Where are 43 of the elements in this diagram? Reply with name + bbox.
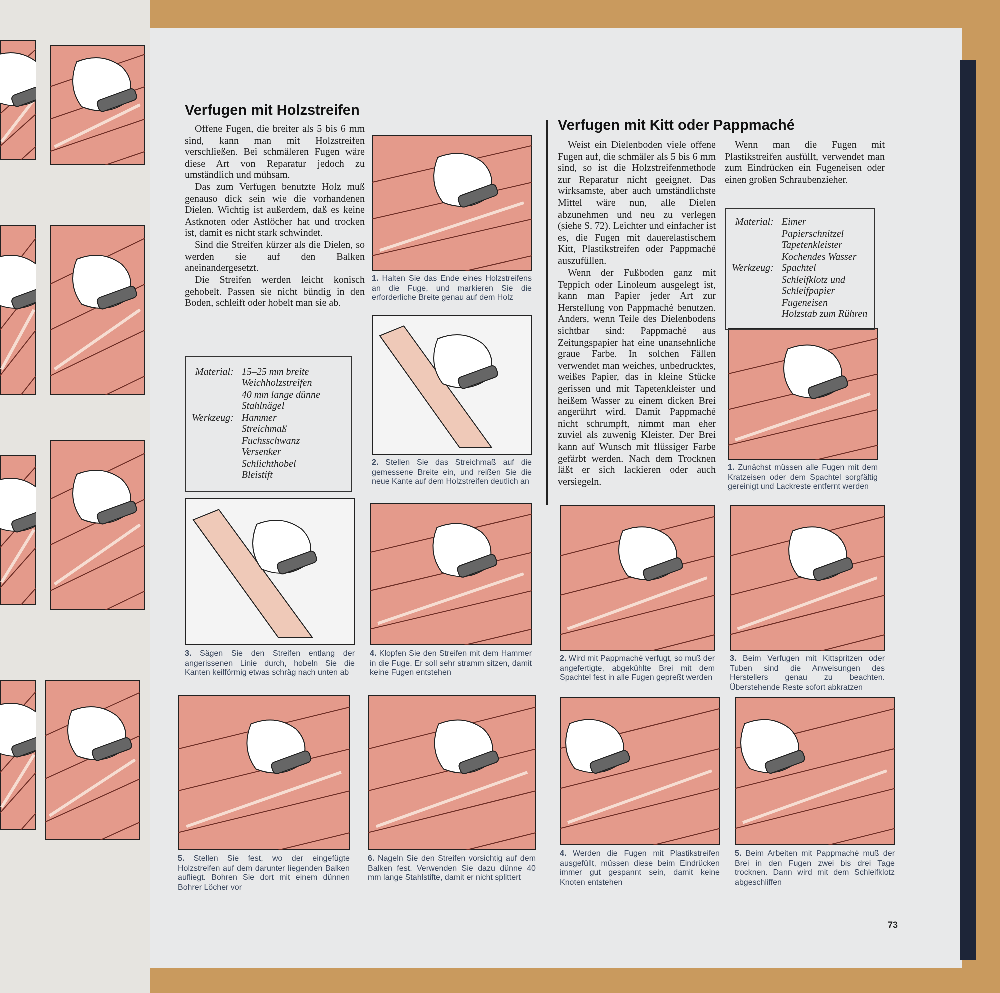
page-number: 73 <box>888 920 900 930</box>
step-caption: 4. Klopfen Sie den Streifen mit dem Hammer in die Fuge. Er soll sehr stramm sitzen, damit keine Fugen entstehen <box>370 649 532 678</box>
list-heading: Werkzeug: <box>192 412 234 424</box>
list-item: Streichmaß <box>242 424 288 436</box>
list-item: Spachtel <box>782 263 818 274</box>
step-caption: 2. Stellen Sie das Streichmaß auf die gemessene Breite ein, und reißen Sie die neue Kante auf dem Holzstreifen deutlich an <box>372 458 532 487</box>
body-paragraph: Das zum Verfugen benutzte Holz muß genauso dick sein wie die vorhandenen Dielen. Wichtig ist außerdem, daß es keine Astknoten oder Astlöcher hat und trocken ist, damit es nicht stark schwindet. <box>185 182 365 240</box>
list-item: Bleistift <box>242 470 274 482</box>
list-heading: Werkzeug: <box>732 263 774 274</box>
body-paragraph: Weist ein Dielenboden viele offene Fugen auf, die schmäler als 5 bis 6 mm sind, so ist die Holzstreifenmethode zur Reparatur nicht geeignet. Das wirksamste, aber auch umständlichste Mittel wäre nun, alle Dielen abzunehmen und neu zu verlegen (siehe S. 72). Leichter und einfacher ist es, die Fugen mit dauerelastischem Kitt, Plastikstreifen oder Pappmaché auszufüllen. <box>558 140 716 268</box>
body-paragraph: Wenn der Fußboden ganz mit Teppich oder Linoleum ausgelegt ist, kann man Papier jeder Art zur Herstellung von Pappmaché benutzen. Anders, wenn Teile des Dielenbodens sichtbar sind: Pappmaché aus Zeitungspapier hat eine unansehnliche graue Farbe. In solchen Fällen verwendet man weiches, unbedrucktes, weißes Papier, das in kleine Stücke gerissen und mit Tapetenkleister und heißem Wasser zu einem dicken Brei angerührt wird. Damit Pappmaché nicht schrumpft, nimmt man eher zuviel als zuwenig Kleister. Der Brei kann auf Wunsch mit flüssiger Farbe gefärbt werden. Nach dem Trocknen läßt er sich lackieren oder auch versiegeln. <box>558 268 716 488</box>
list-heading: Material: <box>194 366 234 380</box>
step-caption: 5. Stellen Sie fest, wo der eingefügte Holzstreifen auf dem darunter liegenden Balken aufliegt. Bohren Sie dort mit einem dünnen Bohrer Löcher vor <box>178 854 350 892</box>
list-item: Fuchsschwanz <box>242 436 302 447</box>
body-paragraph: Sind die Streifen kürzer als die Dielen, so werden sie auf den Balken aneinandergesetzt. <box>185 240 365 275</box>
step-caption: 2. Wird mit Pappmaché verfugt, so muß der angefertigte, abgekühlte Brei mit dem Spachtel fest in alle Fugen gepreßt werden <box>560 654 715 683</box>
list-item: Versenker <box>242 447 282 458</box>
list-item: 15–25 mm breite Weichholzstreifen <box>242 366 314 390</box>
list-item: Kochendes Wasser <box>782 252 858 263</box>
list-item: Tapetenkleister <box>782 240 844 252</box>
step-caption: 3. Sägen Sie den Streifen entlang der angerissenen Linie durch, hobeln Sie die Kanten keilförmig etwas schräg nach unten ab <box>185 649 355 678</box>
step-caption: 1. Zunächst müssen alle Fugen mit dem Kratzeisen oder dem Spachtel sorgfältig gereinigt und Lackreste entfernt werden <box>728 463 878 492</box>
list-item: Hammer <box>242 412 278 424</box>
list-item: Eimer <box>782 217 808 228</box>
body-paragraph: Die Streifen werden leicht konisch gehobelt. Passen sie nicht bündig in den Boden, schleift oder hobelt man sie ab. <box>185 275 365 310</box>
list-heading: Material: <box>734 217 774 228</box>
list-item: Schlichthobel <box>242 458 298 470</box>
list-item: Fugeneisen <box>782 298 829 309</box>
step-caption: 6. Nageln Sie den Streifen vorsichtig auf dem Balken fest. Verwenden Sie dazu dünne 40 mm lange Stahlstifte, damit er nicht splittert <box>368 854 536 883</box>
list-item: 40 mm lange dünne Stahlnägel <box>242 390 322 412</box>
step-caption: 1. Halten Sie das Ende eines Holzstreifens an die Fuge, und markieren Sie die erforderliche Breite genau auf dem Holz <box>372 274 532 303</box>
list-item: Holzstab zum Rühren <box>782 309 868 320</box>
body-paragraph: Offene Fugen, die breiter als 5 bis 6 mm sind, kann man mit Holzstreifen verschließen. Bei schmäleren Fugen wäre diese Art von Reparatur jedoch zu umständlich und mühsam. <box>185 124 365 182</box>
materials-box <box>725 208 875 330</box>
section-heading: Verfugen mit Holzstreifen <box>185 103 361 119</box>
body-paragraph: Wenn man die Fugen mit Plastikstreifen ausfüllt, verwendet man zum Eindrücken ein Fugeneisen oder einen großen Schraubenzieher. <box>725 140 885 186</box>
materials-box <box>185 356 352 492</box>
list-item: Schleifklotz und Schleifpapier <box>782 274 846 298</box>
step-caption: 5. Beim Arbeiten mit Pappmaché muß der Brei in den Fugen zwei bis drei Tage trocknen. Dann wird mit dem Schleifklotz abgeschliffen <box>735 849 895 888</box>
step-caption: 3. Beim Verfugen mit Kittspritzen oder Tuben sind die Anweisungen des Herstellers genau zu beachten. Überstehende Reste sofort abkratzen <box>730 654 885 692</box>
list-item: Papierschnitzel <box>782 228 846 240</box>
step-caption: 4. Werden die Fugen mit Plastikstreifen ausgefüllt, müssen diese beim Eindrücken immer gut gespannt sein, damit keine Knoten entstehen <box>560 849 720 888</box>
section-heading: Verfugen mit Kitt oder Pappmaché <box>558 118 796 134</box>
